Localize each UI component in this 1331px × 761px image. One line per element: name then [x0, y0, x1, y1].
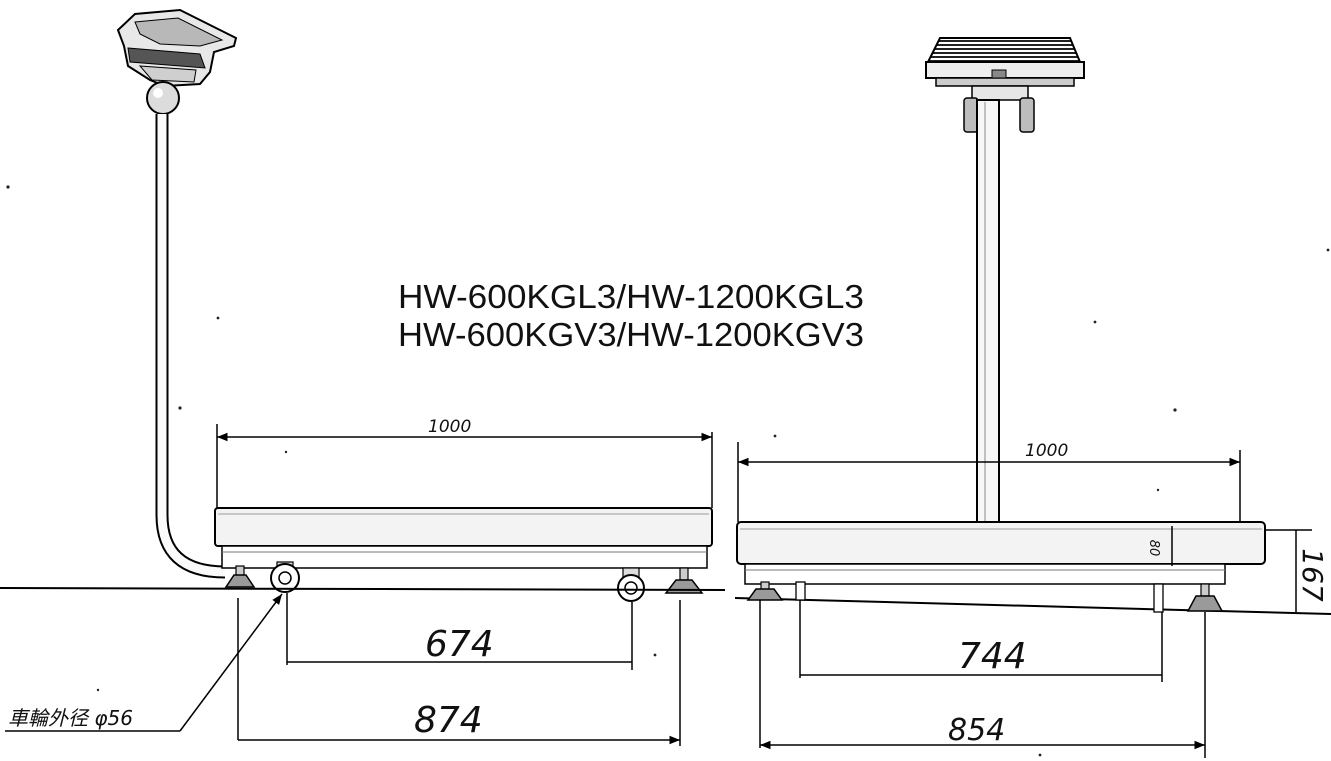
right-foot-front — [746, 581, 784, 601]
left-foot-span-label: 874 — [414, 700, 483, 741]
right-scale: 1000 80 1 — [736, 37, 1329, 758]
left-scale: 1000 — [5, 8, 713, 746]
right-post-rear — [1153, 583, 1164, 613]
left-wheel-rear — [617, 567, 645, 602]
wheel-diameter-note: 車輪外径 φ56 — [5, 593, 283, 732]
model-name-line-1: HW-600KGL3/HW-1200KGL3 — [398, 278, 864, 315]
left-pole — [155, 114, 226, 579]
right-width-dimension: 1000 — [737, 441, 1241, 522]
left-foot-front — [224, 565, 256, 588]
right-foot-span-label: 854 — [948, 713, 1005, 748]
left-platform — [214, 507, 713, 569]
left-wheel-span-label: 674 — [425, 624, 494, 665]
left-width-label: 1000 — [428, 417, 471, 437]
right-indicator-head — [925, 37, 1085, 87]
ground-line-right — [734, 597, 1331, 615]
ground-line-left — [0, 587, 726, 591]
left-width-dimension: 1000 — [216, 417, 713, 508]
platform-height-label: 80 — [1146, 540, 1161, 557]
right-pole — [976, 99, 1000, 525]
right-post-front — [795, 581, 806, 601]
right-width-label: 1000 — [1025, 441, 1068, 461]
right-post-span-label: 744 — [958, 636, 1027, 677]
right-indicator-bracket — [963, 85, 1035, 133]
left-foot-span-dimension: 874 — [237, 598, 681, 746]
left-ball-joint — [146, 81, 180, 115]
overall-height-label: 167 — [1296, 548, 1329, 602]
right-foot-span-dimension: 854 — [759, 600, 1206, 758]
left-indicator-head — [116, 8, 238, 88]
platform-height-dimension: 80 — [1146, 526, 1173, 566]
right-platform — [736, 521, 1266, 585]
wheel-diameter-label: 車輪外径 φ56 — [8, 706, 133, 730]
right-foot-rear — [1186, 583, 1224, 612]
scan-specks — [6, 185, 1330, 757]
left-wheel-front — [270, 561, 300, 593]
left-wheel-span-dimension: 674 — [286, 593, 633, 670]
right-post-span-dimension: 744 — [799, 600, 1163, 682]
overall-height-dimension: 167 — [1266, 529, 1329, 612]
model-name-line-2: HW-600KGV3/HW-1200KGV3 — [398, 316, 864, 353]
